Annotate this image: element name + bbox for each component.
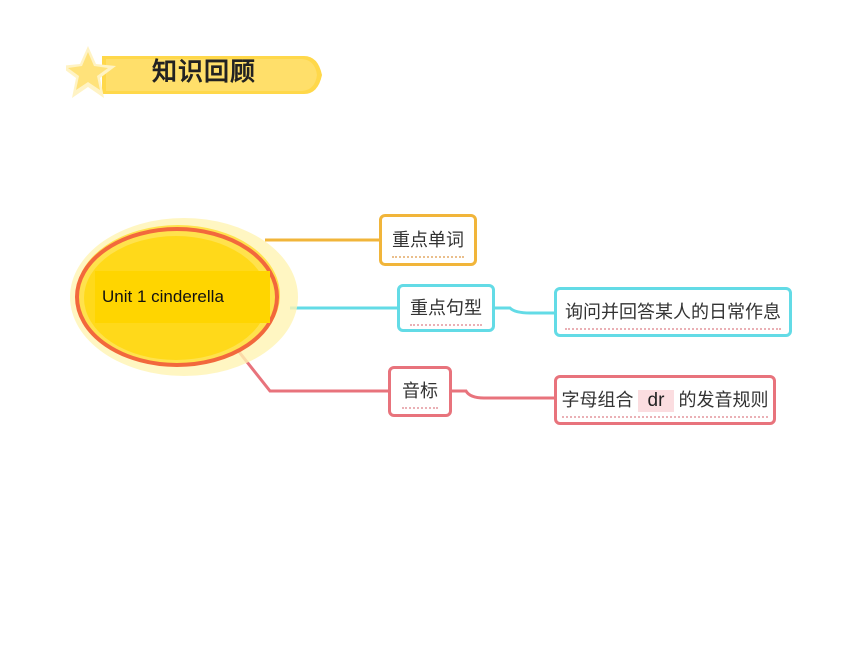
dr-rule-prefix: 字母组合: [561, 389, 634, 411]
node-daily-routine[interactable]: 询问并回答某人的日常作息: [554, 287, 792, 337]
link-sentences-child: [495, 306, 554, 315]
dr-rule-suffix: 的发音规则: [678, 389, 769, 411]
dr-highlight: dr: [637, 389, 675, 412]
node-daily-routine-label: 询问并回答某人的日常作息: [565, 298, 781, 330]
node-keywords-label: 重点单词: [392, 226, 464, 258]
link-phonetics-child: [452, 389, 554, 400]
node-phonetics[interactable]: 音标: [388, 366, 452, 417]
node-sentences[interactable]: 重点句型: [397, 284, 495, 332]
node-phonetics-label: 音标: [402, 377, 438, 409]
node-sentences-label: 重点句型: [410, 294, 482, 326]
title-banner: [66, 46, 322, 98]
banner-title: 知识回顾: [152, 57, 257, 86]
root-node-label[interactable]: Unit 1 cinderella: [95, 271, 270, 323]
node-keywords[interactable]: 重点单词: [379, 214, 477, 266]
